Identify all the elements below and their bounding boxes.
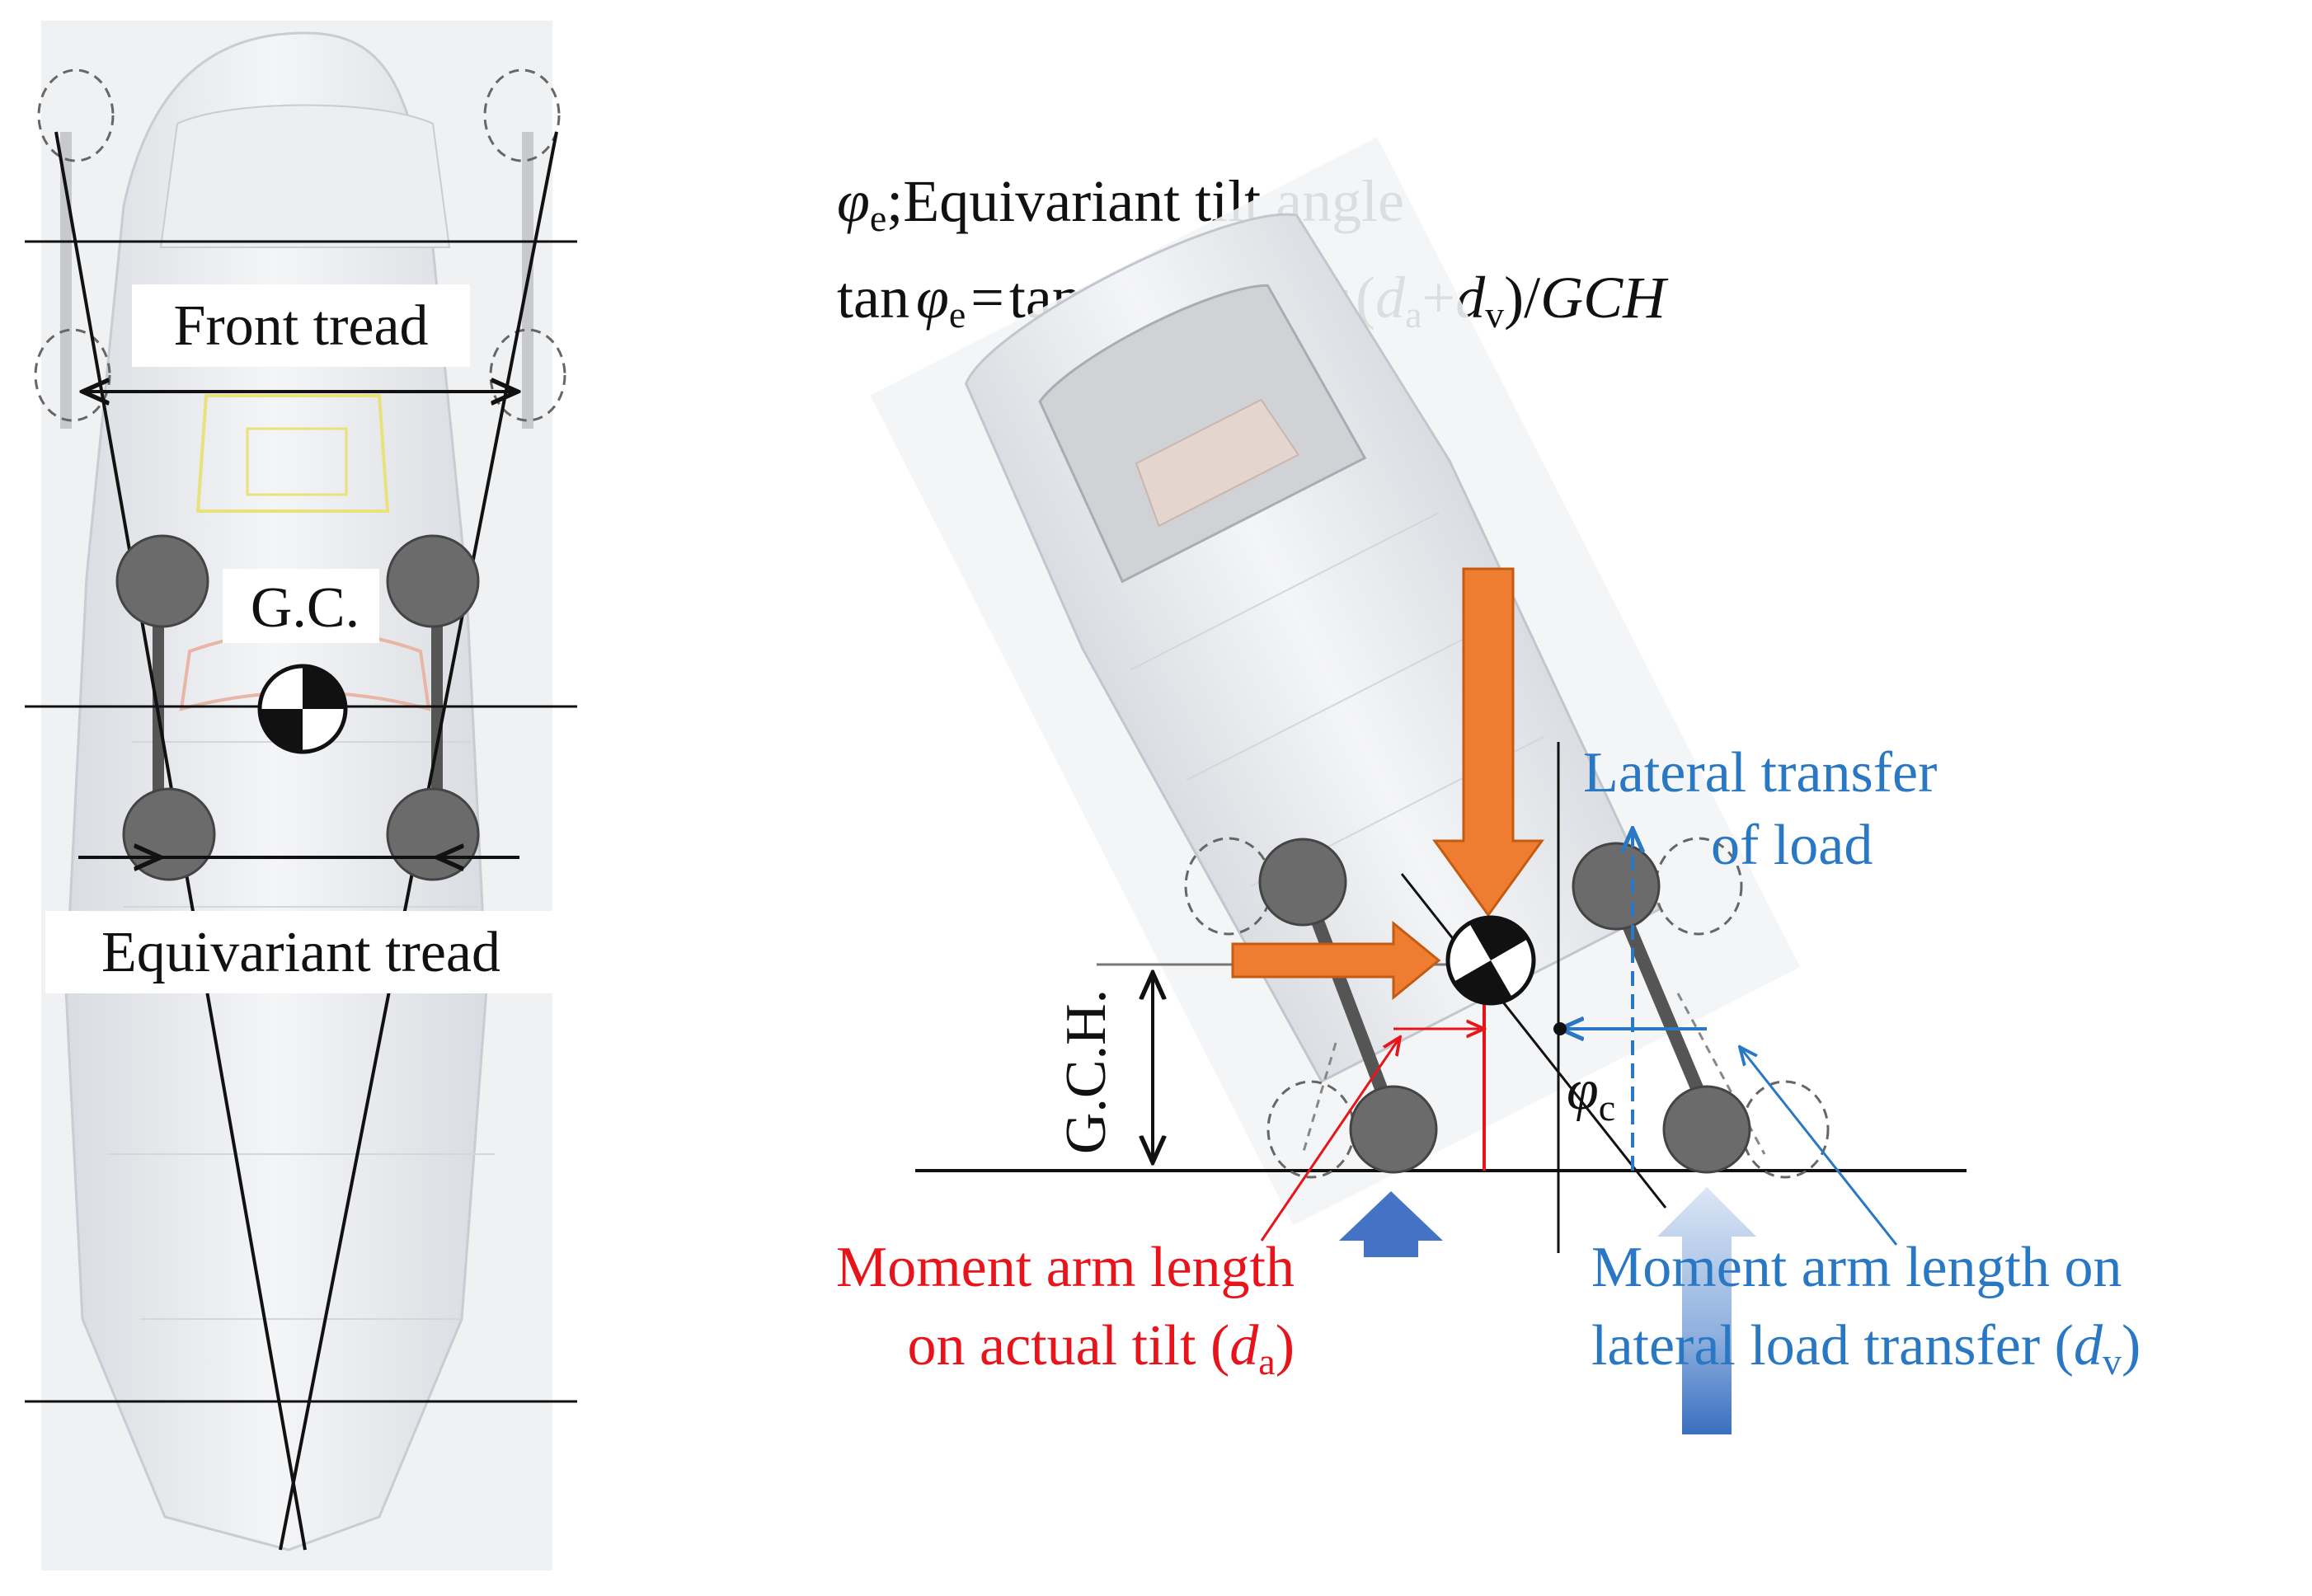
left-panel-top-view: Front tread G.C. Equivariant tread [25,21,577,1570]
gc-label: G.C. [251,576,359,640]
phi-c-label: φc [1567,1059,1615,1129]
right-front-wheel [386,534,480,628]
front-right-wheel-upper-outline [483,68,561,162]
moment-arm-lateral-line1: Moment arm length on [1591,1236,2122,1299]
orange-vertical-force-arrow [1432,567,1544,918]
right-panel-tilted-view: φe;Equivariant tilt angle tanφe=tanφa+ta… [836,137,2140,1434]
lateral-transfer-label-line2: of load [1711,814,1873,877]
tilt-axis-line [1400,873,1667,1209]
orange-lateral-force-arrow [1231,920,1441,1001]
tilted-left-rear-wheel [1349,1085,1438,1174]
tilted-gc-symbol [1445,915,1536,1006]
equivariant-tread-label: Equivariant tread [101,921,500,984]
tilted-right-rear-wheel [1662,1085,1751,1174]
gc-center-of-gravity-symbol [257,664,348,754]
tilted-left-front-wheel [1258,838,1347,927]
moment-arm-lateral-line2: lateral load transfer (dv) [1591,1314,2140,1382]
front-left-wheel-upper-outline [37,68,115,162]
lateral-transfer-label-line1: Lateral transfer [1583,741,1937,805]
tilted-right-front-wheel [1572,842,1661,931]
moment-arm-actual-line2: on actual tilt (da) [908,1314,1295,1382]
left-rear-wheel [122,787,216,881]
right-rear-wheel [386,787,480,881]
front-right-wheel-lower-outline [489,328,566,422]
moment-arm-actual-line1: Moment arm length [836,1236,1295,1299]
gch-label: G.C.H. [1055,989,1118,1154]
front-tread-label: Front tread [173,294,428,358]
right-reaction-force-arrow [1657,1187,1756,1434]
left-front-wheel [115,534,209,628]
front-left-wheel-lower-outline [34,328,111,422]
